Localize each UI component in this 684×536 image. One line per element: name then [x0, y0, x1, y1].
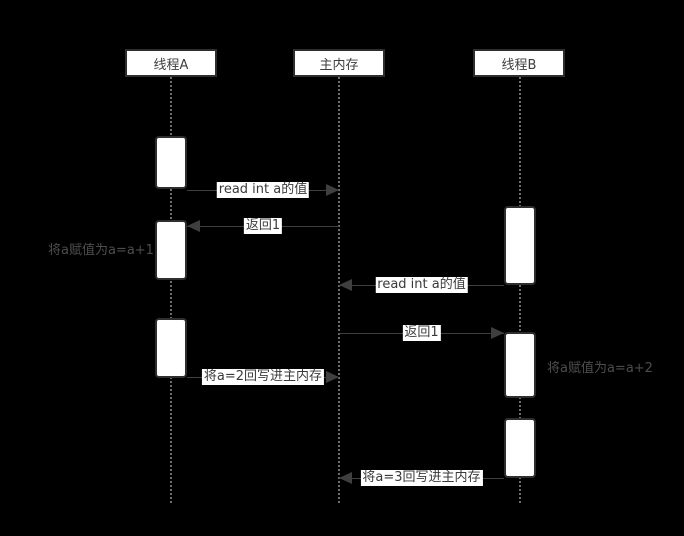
actor-label-thread-b: 线程B: [501, 57, 537, 73]
message-arrow-writeback-a2: 将a=2回写进主内存: [187, 369, 339, 385]
arrowhead-right-icon: [491, 327, 504, 339]
arrowhead-right-icon: [326, 184, 339, 196]
activation-thread-a-3: [155, 318, 187, 378]
message-label: 返回1: [402, 325, 441, 341]
lifeline-thread-a: [170, 77, 172, 503]
activation-thread-a-1: [155, 136, 187, 189]
arrowhead-right-icon: [326, 371, 339, 383]
message-arrow-return1-to-thread-b: 返回1: [339, 325, 504, 341]
activation-thread-b-1: [504, 206, 536, 285]
activation-thread-a-2: [155, 220, 187, 280]
message-label: read int a的值: [375, 277, 468, 293]
message-label: 返回1: [243, 218, 283, 234]
arrowhead-left-icon: [339, 472, 352, 484]
note-assign-a-plus-1: 将a赋值为a=a+1: [48, 243, 154, 258]
message-arrow-return1-to-thread-a: 返回1: [187, 218, 339, 234]
note-assign-a-plus-2: 将a赋值为a=a+2: [547, 361, 653, 376]
actor-box-thread-b: 线程B: [473, 49, 565, 77]
activation-thread-b-2: [504, 332, 536, 398]
message-label: 将a=2回写进主内存: [201, 369, 325, 385]
message-arrow-read-a-from-thread-b: read int a的值: [339, 277, 504, 293]
lifeline-thread-b: [519, 77, 521, 503]
activation-thread-b-3: [504, 418, 536, 478]
arrowhead-left-icon: [339, 279, 352, 291]
actor-label-thread-a: 线程A: [153, 57, 189, 73]
actor-box-main-memory: 主内存: [293, 49, 385, 77]
message-label: read int a的值: [216, 182, 310, 198]
actor-box-thread-a: 线程A: [125, 49, 217, 77]
message-label: 将a=3回写进主内存: [360, 470, 483, 486]
actor-label-main-memory: 主内存: [319, 57, 359, 73]
arrowhead-left-icon: [187, 220, 200, 232]
message-arrow-writeback-a3: 将a=3回写进主内存: [339, 470, 504, 486]
message-arrow-read-a-from-thread-a: read int a的值: [187, 182, 339, 198]
